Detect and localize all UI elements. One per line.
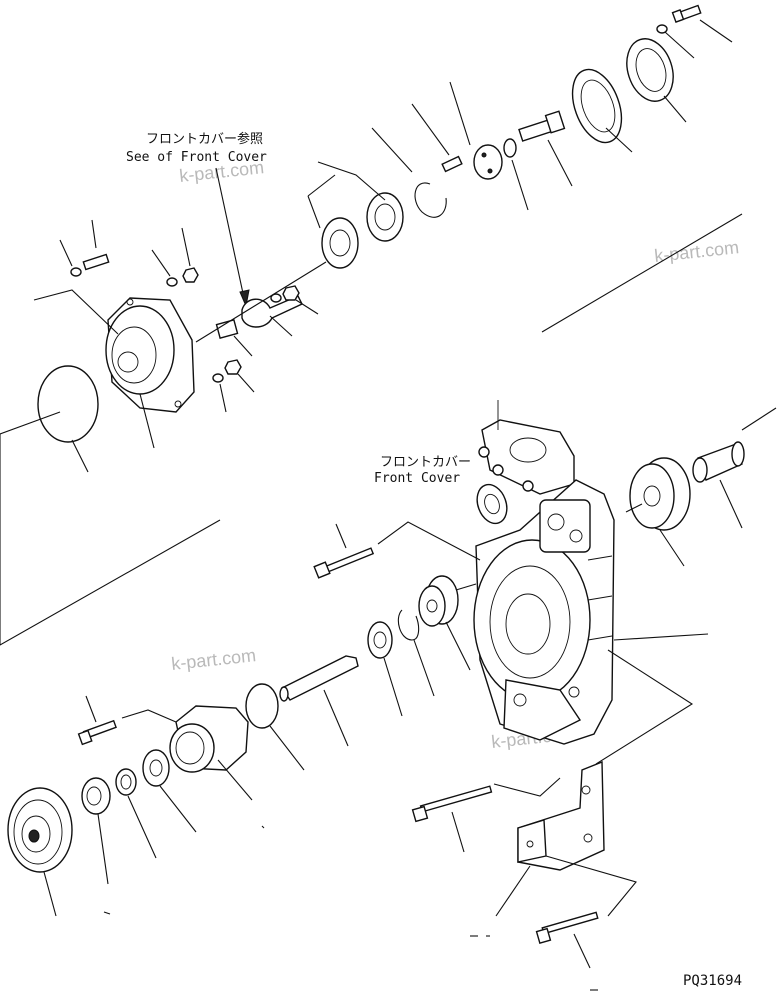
pulley: [7, 787, 73, 917]
bearing-lower: [321, 217, 359, 269]
leader-line: [545, 855, 637, 917]
left-washer: [59, 239, 82, 277]
bearing-leader: [307, 195, 321, 229]
housing-leader: [33, 289, 119, 335]
drawing-code: PQ31694: [683, 973, 742, 989]
axis-line: [455, 583, 477, 591]
o-ring-small: [478, 446, 534, 492]
cover-gasket: [37, 365, 99, 473]
leader-line: [377, 521, 481, 561]
oring-large: [245, 683, 305, 771]
leader-line: [121, 709, 177, 723]
leader-line: [541, 213, 743, 333]
small-gasket: [476, 483, 508, 525]
bearing-small: [142, 749, 197, 833]
hub: [81, 777, 111, 885]
front-cover-ref-en: See of Front Cover: [126, 150, 267, 165]
bolt-housing: [77, 695, 117, 746]
leader-line: [493, 777, 561, 797]
leader-line: [741, 407, 777, 431]
front-cover-jp: フロントカバー: [380, 455, 471, 470]
left-bolt: [82, 219, 110, 271]
bearing-leader: [317, 161, 386, 201]
stud-shaft: [518, 110, 573, 187]
nut-mid: [282, 285, 319, 315]
leader-line: [0, 411, 61, 435]
bearing-housing: [169, 705, 253, 801]
clamp-bracket: [241, 295, 303, 337]
dowel-pin: [411, 103, 463, 173]
front-cover-ref-arrow: [215, 167, 245, 299]
pump-housing: [105, 297, 195, 449]
snap-ring: [371, 127, 447, 218]
leader-line: [613, 633, 709, 641]
leader-line: [595, 649, 694, 765]
pump-shaft: [279, 655, 359, 747]
bearing-leader: [307, 174, 336, 197]
long-bolt-mid: [313, 523, 375, 579]
leader-line: [0, 434, 221, 646]
collar: [215, 319, 253, 357]
washer-mid: [270, 293, 282, 303]
idler-gear: [629, 457, 691, 567]
nut-lower: [224, 359, 255, 393]
front-cover-en: Front Cover: [374, 471, 460, 486]
top-washer: [656, 24, 695, 59]
bearing-mid: [367, 621, 403, 717]
nut-upper: [181, 227, 199, 283]
cover-plate: [626, 38, 687, 123]
front-cover-casting: [473, 400, 615, 745]
bolt-bracket: [535, 911, 599, 969]
washer-upper: [151, 249, 178, 287]
spacer-ring: [115, 768, 157, 859]
drive-gear: [418, 575, 471, 671]
gasket: [571, 68, 633, 153]
tick-mark: [103, 911, 111, 915]
long-bolt-lower: [411, 785, 493, 853]
shaft-axis-line: [195, 261, 327, 343]
watermark: k-part.com: [653, 237, 740, 266]
snap-ring-lower: [397, 609, 435, 697]
washer-lower: [212, 373, 227, 413]
mounting-bracket: [495, 760, 605, 917]
watermark: k-part.com: [170, 645, 257, 674]
idler-shaft: [692, 441, 745, 529]
axis-line: [625, 503, 643, 513]
front-cover-ref-jp: フロントカバー参照: [146, 131, 263, 147]
top-bolt: [671, 4, 733, 43]
thrust-plate: [449, 81, 503, 180]
washer-small: [503, 138, 529, 211]
bearing-upper: [366, 192, 404, 242]
tick-mark: [261, 825, 265, 829]
